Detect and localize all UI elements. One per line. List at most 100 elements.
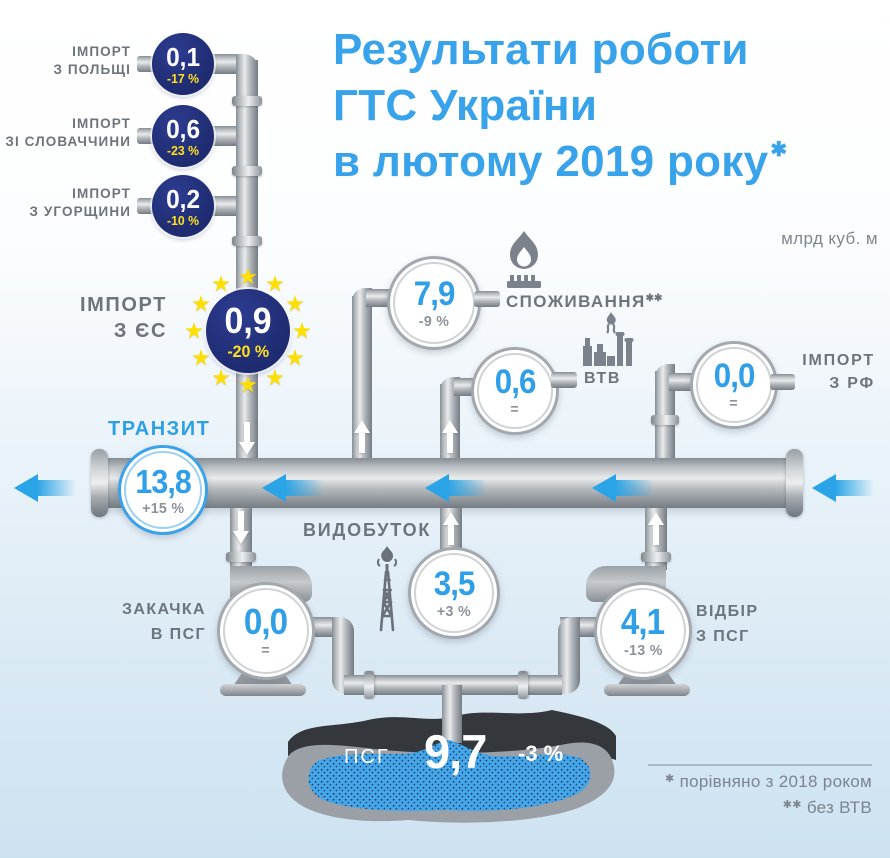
value: 3,5 bbox=[433, 565, 476, 603]
pipe-consumption bbox=[352, 296, 372, 458]
eu-star-icon: ★ bbox=[238, 372, 258, 397]
value: 13,8 bbox=[135, 462, 191, 500]
eu-star-icon: ★ bbox=[211, 271, 231, 296]
value: 0,6 bbox=[494, 363, 537, 401]
storage-value: 9,7 bbox=[424, 725, 487, 778]
change: = bbox=[729, 395, 739, 412]
change: +15 % bbox=[141, 499, 185, 517]
footnote-2: ✱✱ без ВТВ bbox=[782, 798, 872, 817]
label-consumption: СПОЖИВАННЯ✱✱ bbox=[506, 292, 663, 311]
label-vtv: ВТВ bbox=[584, 370, 622, 387]
flow-arrow-up-icon bbox=[442, 420, 458, 454]
storage-label: ПСГ bbox=[344, 746, 390, 768]
value: 0,2 bbox=[166, 183, 200, 214]
pipe-coupling bbox=[364, 671, 374, 699]
double-asterisk-icon: ✱✱ bbox=[782, 799, 802, 811]
eu-star-icon: ★ bbox=[285, 345, 305, 370]
pipe-coupling bbox=[641, 552, 671, 562]
pipe-segment bbox=[208, 54, 242, 74]
gauge-production: 3,5 +3 % bbox=[408, 547, 500, 639]
gas-flame-icon bbox=[502, 231, 546, 294]
gauge-vtv: 0,6 = bbox=[471, 347, 559, 435]
pipe-elbow bbox=[558, 672, 580, 694]
flow-arrow-left-icon bbox=[425, 474, 487, 502]
gauge-import-slovakia: 0,6 -23 % bbox=[152, 105, 214, 167]
gauge-injection: 0,0 = bbox=[217, 582, 315, 680]
title-line1: Результати роботи bbox=[333, 25, 749, 74]
pipe-segment bbox=[558, 632, 580, 680]
pipe-coupling bbox=[232, 236, 262, 246]
flow-arrow-up-icon bbox=[648, 512, 664, 546]
flow-arrow-left-icon bbox=[592, 474, 654, 502]
title-line3: в лютому 2019 року✱ bbox=[333, 137, 788, 186]
eu-star-icon: ★ bbox=[211, 365, 231, 390]
pipe-segment bbox=[669, 373, 692, 391]
value: 7,9 bbox=[413, 275, 456, 313]
storage-change: -3 % bbox=[518, 741, 564, 766]
double-asterisk-icon: ✱✱ bbox=[645, 293, 663, 304]
pipe-segment bbox=[208, 126, 240, 146]
factory-flare-icon bbox=[583, 310, 637, 371]
pipe-coupling bbox=[226, 552, 256, 562]
gauge-withdrawal: 4,1 -13 % bbox=[594, 582, 692, 680]
pipe-storage-drop bbox=[442, 685, 462, 743]
flow-arrow-up-icon bbox=[354, 420, 370, 454]
pipe-segment bbox=[454, 378, 476, 396]
pipe-coupling bbox=[651, 415, 679, 425]
gauge-import-poland: 0,1 -17 % bbox=[152, 33, 214, 95]
pipe-stub bbox=[770, 374, 795, 390]
storage-reservoir-gas bbox=[308, 740, 591, 812]
flow-arrow-left-icon bbox=[14, 474, 76, 502]
meter-base bbox=[220, 684, 306, 696]
flow-arrow-down-icon bbox=[239, 422, 255, 456]
eu-star-icon: ★ bbox=[184, 318, 204, 343]
change: -17 % bbox=[167, 70, 199, 86]
eu-star-icon: ★ bbox=[191, 291, 211, 316]
gauge-consumption: 7,9 -9 % bbox=[387, 256, 481, 350]
title-line2: ГТС України bbox=[333, 81, 598, 130]
change: = bbox=[510, 401, 520, 418]
value: 0,1 bbox=[166, 41, 200, 72]
pipe-stub bbox=[137, 198, 155, 214]
gauge-transit: 13,8 +15 % bbox=[118, 445, 208, 535]
change: -9 % bbox=[418, 313, 450, 330]
value: 0,0 bbox=[244, 601, 288, 642]
change: -10 % bbox=[167, 212, 199, 228]
gauge-import-hungary: 0,2 -10 % bbox=[152, 175, 214, 237]
pipe-flange-right bbox=[786, 449, 803, 517]
pipe-segment bbox=[332, 632, 354, 680]
asterisk-icon: ✱ bbox=[665, 773, 675, 785]
units-label: млрд куб. м bbox=[781, 229, 878, 248]
eu-star-icon: ★ bbox=[265, 271, 285, 296]
change: -13 % bbox=[623, 642, 663, 659]
pipe-coupling bbox=[232, 166, 262, 176]
pipe-stub bbox=[137, 56, 155, 72]
pipe-stub bbox=[474, 291, 500, 307]
label-transit: ТРАНЗИТ bbox=[108, 418, 211, 440]
page-title: Результати роботи ГТС України в лютому 2… bbox=[333, 22, 787, 198]
pipe-stub bbox=[137, 128, 155, 144]
flow-arrow-down-icon bbox=[233, 511, 249, 545]
change: -20 % bbox=[227, 341, 269, 361]
pipe-segment bbox=[452, 675, 562, 695]
pipe-segment bbox=[208, 196, 240, 216]
eu-star-icon: ★ bbox=[285, 291, 305, 316]
footnote-1: ✱ порівняно з 2018 роком bbox=[665, 772, 872, 791]
pipe-segment bbox=[366, 289, 392, 307]
label-production: ВИДОБУТОК bbox=[303, 520, 432, 540]
pipe-stub bbox=[551, 372, 577, 388]
pipe-trunk-eu bbox=[236, 60, 258, 458]
pipe-coupling bbox=[518, 671, 528, 699]
eu-star-icon: ★ bbox=[265, 365, 285, 390]
change: +3 % bbox=[436, 603, 472, 620]
change: -23 % bbox=[167, 142, 199, 158]
eu-star-icon: ★ bbox=[292, 318, 312, 343]
